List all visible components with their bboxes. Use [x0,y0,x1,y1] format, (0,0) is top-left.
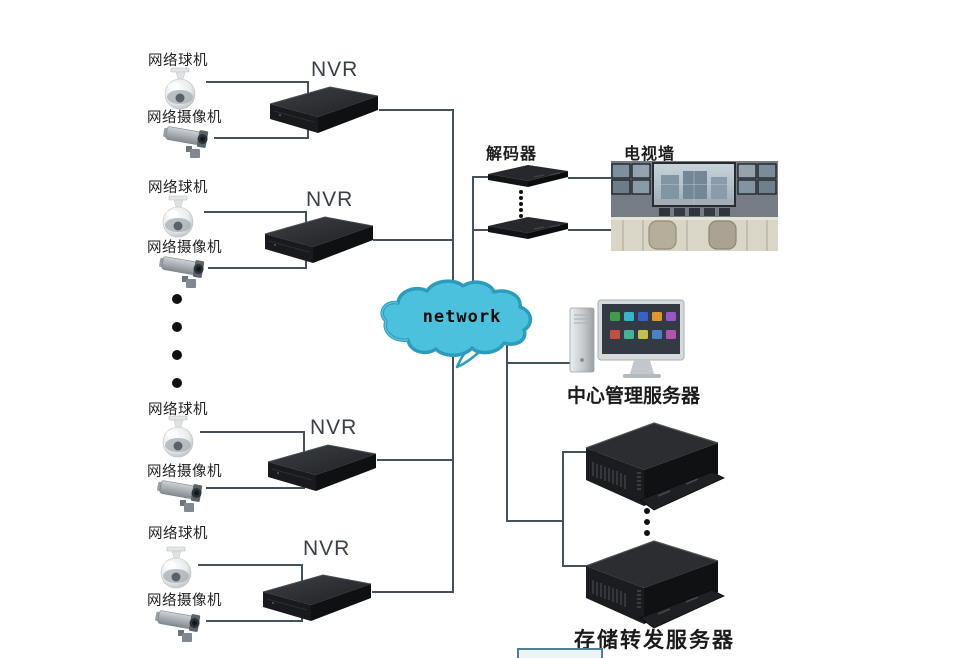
dome-camera-label: 网络球机 [148,180,208,196]
connector-line [563,451,598,453]
ellipsis-dot [172,322,182,332]
ellipsis-dot [519,202,523,206]
nvr-device-icon [262,574,372,621]
ellipsis-dot [519,196,523,200]
nvr-label: NVR [303,537,351,560]
connector-line [204,211,307,213]
dome-camera-icon [162,415,194,458]
connector-line [562,451,564,567]
storage-server-icon [585,540,725,629]
connector-line [473,229,488,231]
connector-line [507,520,564,522]
ellipsis-dot [172,378,182,388]
ellipsis-dot [644,519,650,525]
bullet-camera-icon [163,126,209,158]
dome-camera-icon [162,195,194,238]
network-cloud-label: network [422,307,502,327]
connector-line [472,176,474,288]
bullet-camera-icon [159,256,205,288]
connector-line [198,564,303,566]
nvr-device-icon [267,444,377,491]
network-cloud [380,279,533,369]
bullet-camera-label: 网络摄像机 [147,240,222,256]
connector-line [206,81,309,83]
dome-camera-icon [164,67,196,110]
ellipsis-dot [172,350,182,360]
tv-wall-image [611,161,778,251]
storage-server-icon [585,422,725,511]
dome-camera-icon [160,546,192,589]
ellipsis-dot [519,208,523,212]
tv-wall-label: 电视墙 [624,146,676,163]
bullet-camera-label: 网络摄像机 [147,110,222,126]
connector-line [473,176,488,178]
bullet-camera-icon [157,480,203,512]
decoder-device-icon [488,165,568,187]
central-server-image [569,299,685,378]
connector-line [373,239,454,241]
connector-line [372,591,454,593]
connector-line [507,362,578,364]
ellipsis-dot [519,190,523,194]
dome-camera-label: 网络球机 [148,53,208,69]
ellipsis-dot [519,214,523,218]
nvr-label: NVR [306,188,354,211]
connector-line [506,342,508,522]
ellipsis-dot [172,294,182,304]
bullet-camera-label: 网络摄像机 [147,464,222,480]
connector-line [377,459,454,461]
storage-server-label: 存储转发服务器 [574,629,735,652]
connector-line [568,177,612,179]
ellipsis-dot [644,530,650,536]
dome-camera-label: 网络球机 [148,402,208,418]
ellipsis-dot [644,508,650,514]
nvr-device-icon [264,216,374,263]
dome-camera-label: 网络球机 [148,526,208,542]
connector-line [214,137,309,139]
nvr-label: NVR [311,58,359,81]
connector-line [379,109,454,111]
bullet-camera-icon [155,610,201,642]
cropped-element [517,648,603,658]
connector-line [563,565,604,567]
connector-line [206,487,305,489]
nvr-device-icon [269,86,379,133]
connector-line [200,431,305,433]
decoder-device-icon [488,217,568,239]
central-server-label: 中心管理服务器 [567,386,701,407]
nvr-label: NVR [310,416,358,439]
connector-line [208,267,307,269]
decoder-label: 解码器 [486,146,538,163]
connector-line [568,229,612,231]
connector-line [206,620,303,622]
bullet-camera-label: 网络摄像机 [147,593,222,609]
